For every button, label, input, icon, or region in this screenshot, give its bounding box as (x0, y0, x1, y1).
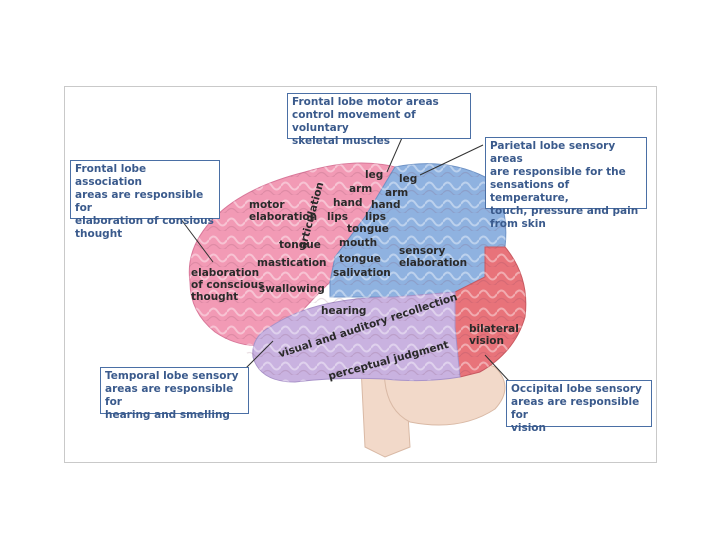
label-motor-arm: arm (349, 183, 373, 195)
label-motor-hand: hand (333, 197, 363, 209)
label-sensory-hand: hand (371, 199, 401, 211)
label-motor-leg: leg (365, 169, 384, 181)
label-sensory-leg: leg (399, 173, 418, 185)
label-bilateral-vision: bilateral vision (469, 323, 519, 347)
label-sensory-lips: lips (365, 211, 386, 223)
diagram-frame: Frontal lobe motor areas control movemen… (64, 86, 657, 463)
label-tongue-3: tongue (279, 239, 321, 251)
label-salivation: salivation (333, 267, 391, 279)
callout-frontal-association: Frontal lobe association areas are respo… (70, 160, 220, 240)
brain-illustration (179, 130, 527, 458)
leader-occipital (484, 354, 510, 382)
label-swallowing: swallowing (259, 283, 325, 295)
callout-occipital-sensory: Occipital lobe sensory areas are respons… (506, 380, 652, 434)
label-mouth: mouth (339, 237, 378, 249)
label-hearing: hearing (321, 305, 367, 317)
label-tongue-1: tongue (347, 223, 389, 235)
label-motor-lips: lips (327, 211, 348, 223)
label-mastication: mastication (257, 257, 327, 269)
label-tongue-2: tongue (339, 253, 381, 265)
leader-parietal (419, 144, 484, 176)
callout-temporal-sensory: Temporal lobe sensory areas are responsi… (100, 367, 249, 421)
leader-frontal-association (179, 217, 214, 263)
label-elaboration-conscious: elaboration of conscious thought (191, 267, 265, 303)
leader-temporal (244, 340, 274, 370)
label-motor-elaboration: motor elaboration (249, 199, 318, 223)
label-sensory-arm: arm (385, 187, 409, 199)
callout-frontal-motor: Frontal lobe motor areas control movemen… (287, 93, 471, 147)
label-sensory-elaboration: sensory elaboration (399, 245, 468, 269)
callout-parietal-sensory: Parietal lobe sensory areas are responsi… (485, 137, 647, 230)
